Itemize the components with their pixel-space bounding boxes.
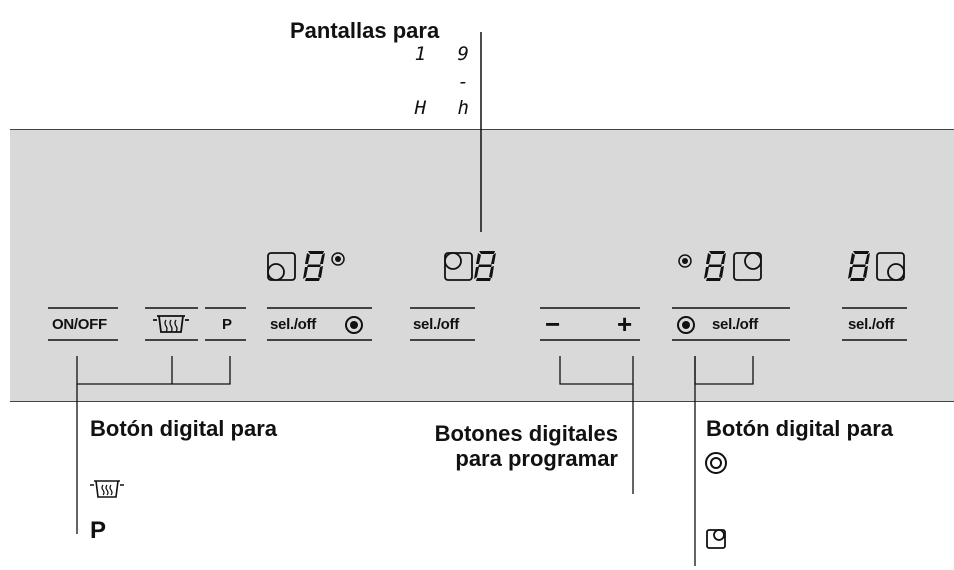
p-button[interactable]: P [222, 316, 232, 333]
dual-circuit-icon [345, 316, 695, 334]
program-buttons-callout-line2: para programar [455, 446, 618, 471]
right-button-callout-title: Botón digital para [706, 416, 893, 441]
plus-button[interactable]: + [617, 309, 633, 339]
sel-off-button-2[interactable]: sel./off [413, 316, 459, 333]
roaster-zone-icon [706, 529, 726, 549]
sel-off-button-1[interactable]: sel./off [270, 316, 316, 333]
program-buttons-callout-line1: Botones digitales [434, 421, 618, 446]
displays-callout-title: Pantallas para [290, 18, 440, 43]
keep-warm-icon [153, 315, 189, 333]
minus-button[interactable]: − [545, 309, 561, 339]
digital-button-callout-title: Botón digital para [90, 416, 277, 441]
seven-segment-display-icon [303, 251, 870, 281]
sel-off-button-3[interactable]: sel./off [712, 316, 758, 333]
on-off-button[interactable]: ON/OFF [52, 316, 107, 333]
keep-warm-icon [90, 480, 124, 498]
display-value-dash: - [457, 71, 479, 93]
hob-zone-icon [267, 252, 905, 281]
sel-off-button-4[interactable]: sel./off [848, 316, 894, 333]
digital-button-callout-p: P [90, 517, 107, 544]
display-value-residual-heat: H h [414, 97, 479, 119]
dual-circuit-icon [705, 452, 727, 474]
display-value-number: 1 9 [414, 43, 479, 65]
